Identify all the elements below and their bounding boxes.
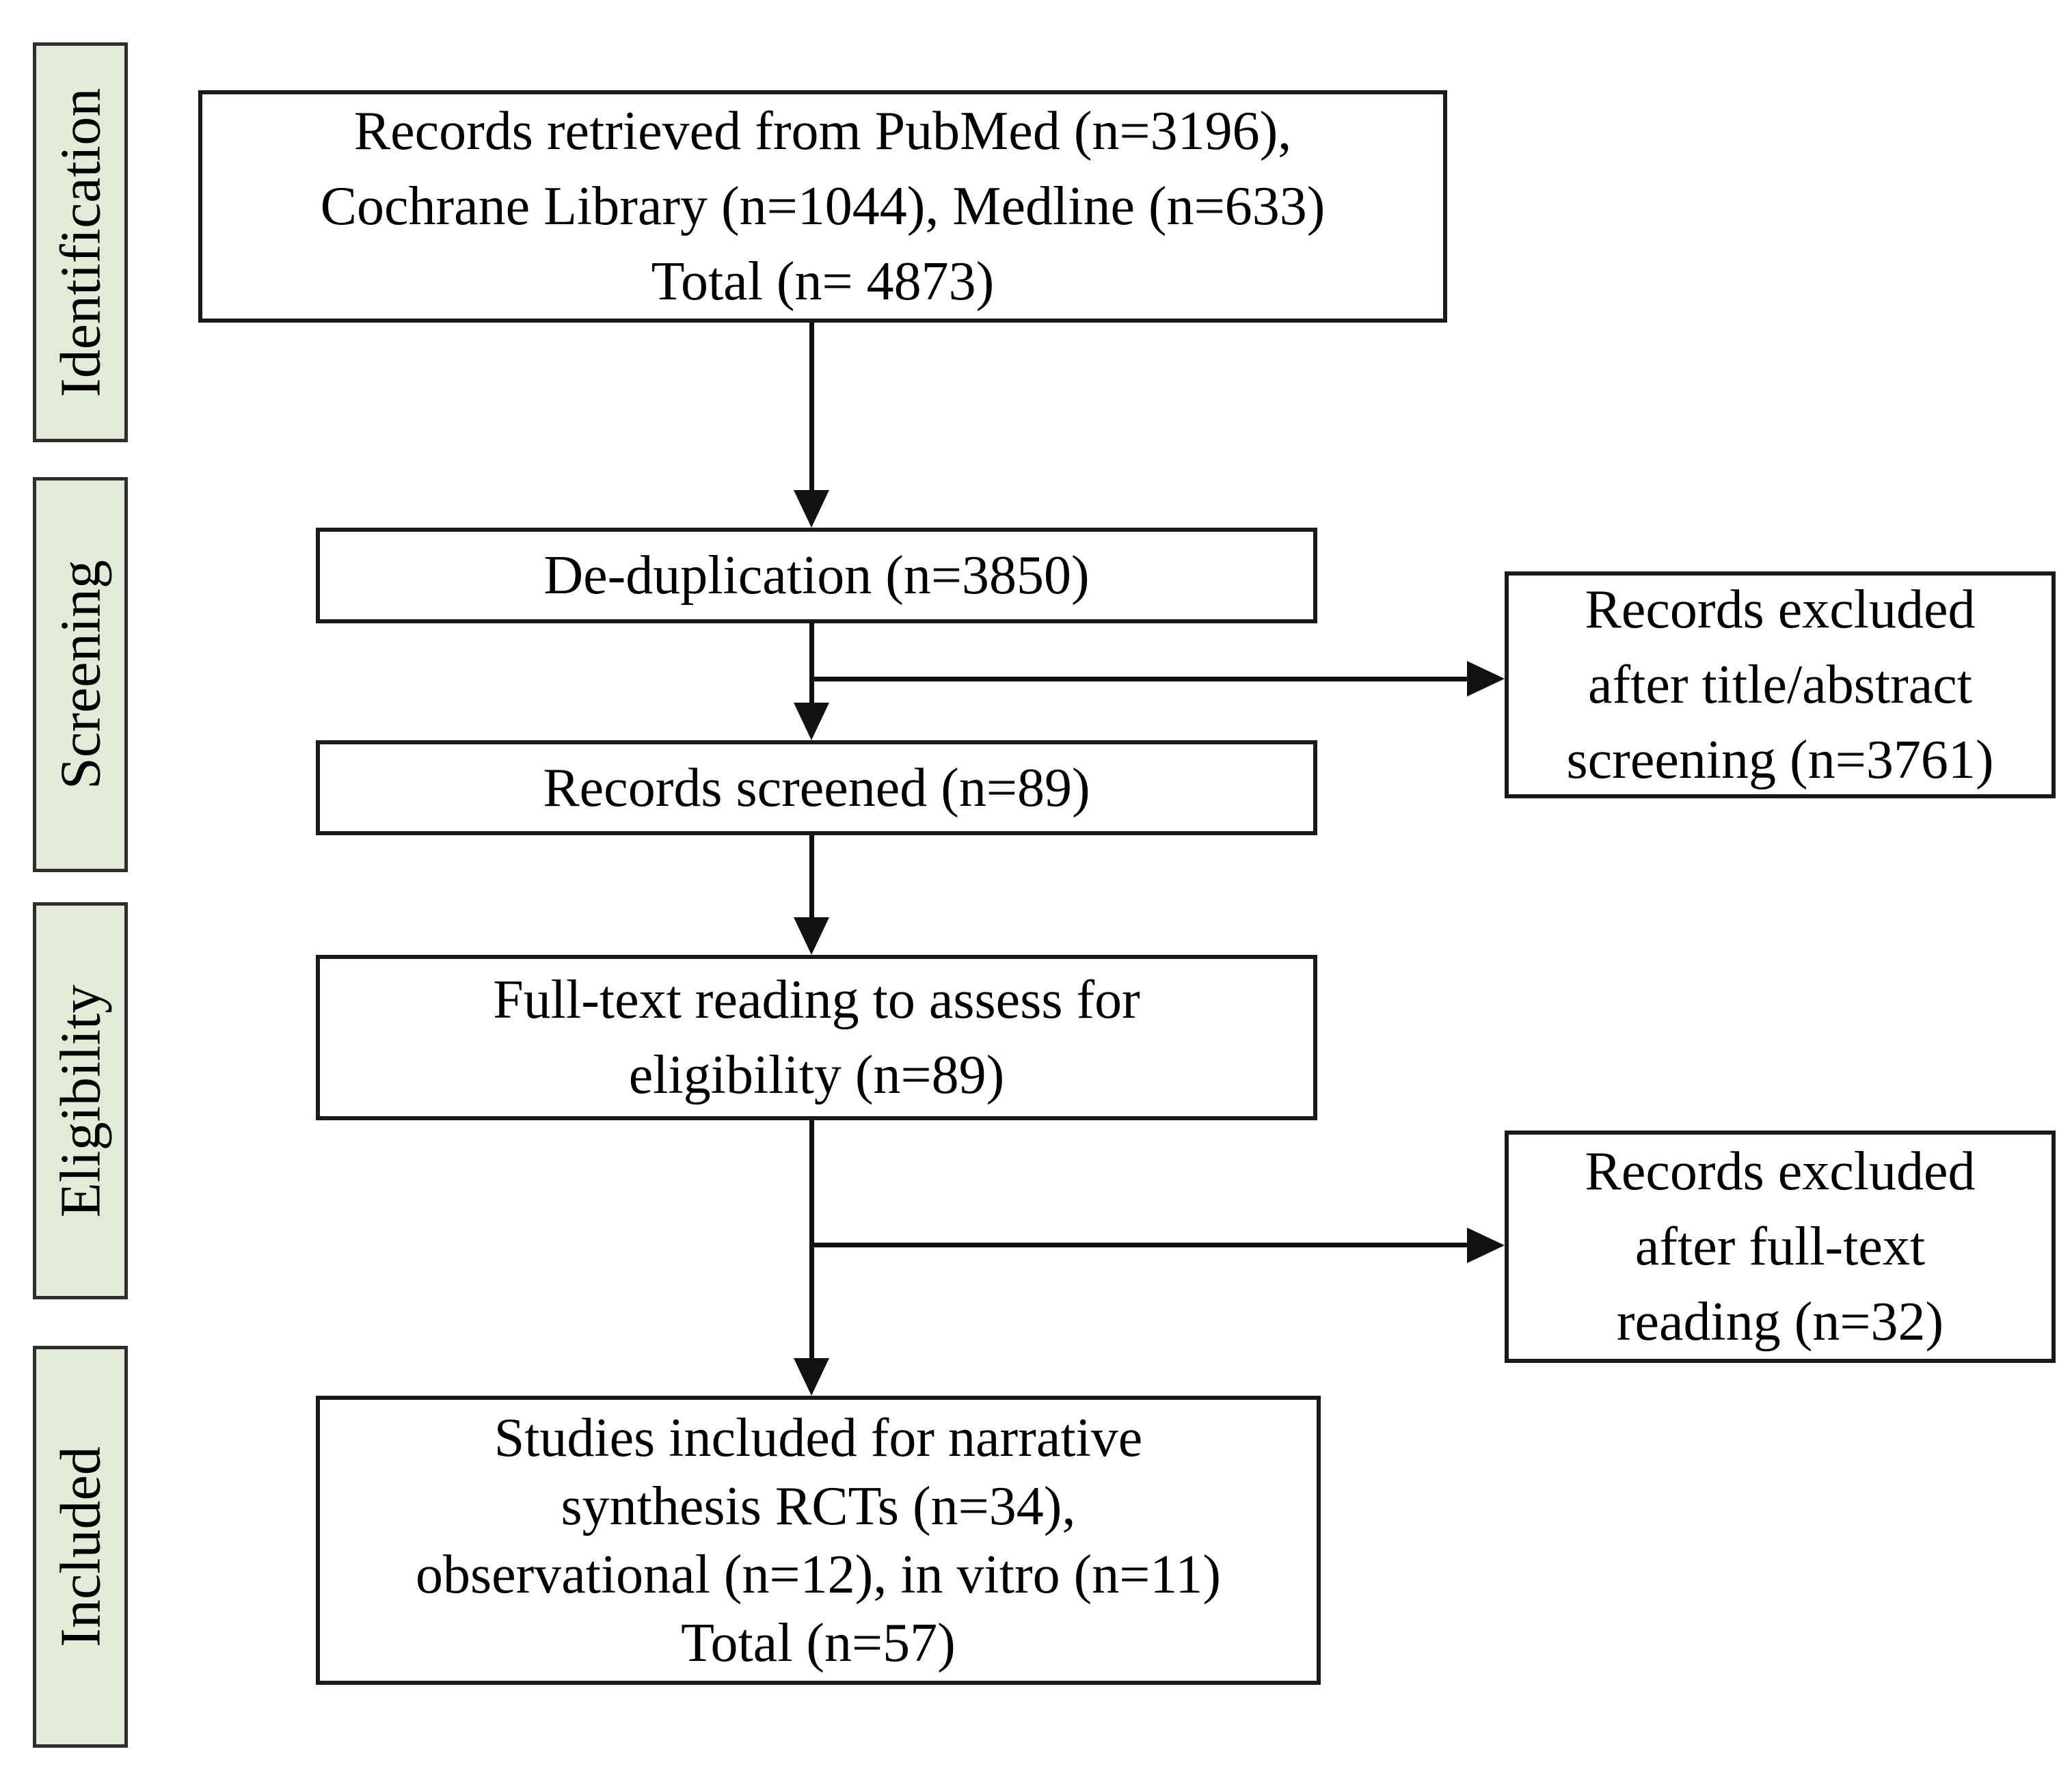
down-arrowhead-icon: [794, 490, 829, 528]
connector-branch-title-abstract: [809, 677, 1467, 681]
right-arrowhead-icon: [1467, 1228, 1505, 1263]
stage-box-screening: Screening: [33, 477, 128, 872]
deduplication-line-1: De-duplication (n=3850): [543, 545, 1090, 606]
exclusion-full-text-line-1: Records excluded: [1585, 1141, 1976, 1202]
connector-dedup-to-screened: [809, 622, 814, 706]
exclusion-full-text-line-2: after full-text: [1634, 1217, 1926, 1277]
full-text-reading-line-1: Full-text reading to assess for: [493, 970, 1140, 1030]
connector-fulltext-to-included: [809, 1120, 814, 1362]
included-studies-line-1: Studies included for narrative: [494, 1407, 1143, 1468]
down-arrowhead-icon: [794, 703, 829, 740]
stage-label-identification: Identification: [49, 87, 112, 397]
exclusion-title-abstract-line-2: after title/abstract: [1588, 655, 1972, 715]
stage-box-included: Included: [33, 1346, 128, 1748]
records-screened-line-1: Records screened (n=89): [543, 757, 1090, 818]
stage-label-included: Included: [49, 1446, 112, 1647]
connector-retrieved-to-dedup: [809, 323, 814, 493]
exclusion-full-text-line-3: reading (n=32): [1616, 1292, 1944, 1352]
stage-box-eligibility: Eligibility: [33, 902, 128, 1299]
stage-label-eligibility: Eligibility: [49, 984, 112, 1217]
stage-label-screening: Screening: [49, 560, 112, 789]
right-arrowhead-icon: [1467, 661, 1505, 696]
down-arrowhead-icon: [794, 917, 829, 955]
records-retrieved-line-1: Records retrieved from PubMed (n=3196),: [353, 101, 1292, 161]
full-text-reading-line-2: eligibility (n=89): [628, 1045, 1005, 1105]
exclusion-box-title-abstract: Records excluded after title/abstract sc…: [1505, 571, 2056, 798]
exclusion-title-abstract-line-1: Records excluded: [1585, 580, 1976, 640]
flow-box-included-studies: Studies included for narrative synthesis…: [316, 1396, 1321, 1685]
flow-box-records-screened: Records screened (n=89): [316, 740, 1317, 835]
exclusion-title-abstract-line-3: screening (n=3761): [1566, 730, 1994, 790]
included-studies-line-4: Total (n=57): [681, 1612, 956, 1673]
included-studies-line-3: observational (n=12), in vitro (n=11): [415, 1544, 1222, 1605]
exclusion-box-full-text: Records excluded after full-text reading…: [1505, 1131, 2056, 1363]
connector-screened-to-fulltext: [809, 835, 814, 917]
included-studies-line-2: synthesis RCTs (n=34),: [561, 1476, 1076, 1537]
records-retrieved-line-3: Total (n= 4873): [651, 252, 995, 312]
flow-box-full-text-reading: Full-text reading to assess for eligibil…: [316, 955, 1317, 1120]
flow-box-records-retrieved: Records retrieved from PubMed (n=3196), …: [198, 90, 1447, 323]
stage-box-identification: Identification: [33, 42, 128, 442]
connector-branch-full-text: [809, 1243, 1467, 1247]
flow-box-deduplication: De-duplication (n=3850): [316, 528, 1317, 623]
records-retrieved-line-2: Cochrane Library (n=1044), Medline (n=63…: [320, 176, 1326, 236]
down-arrowhead-icon: [794, 1358, 829, 1396]
